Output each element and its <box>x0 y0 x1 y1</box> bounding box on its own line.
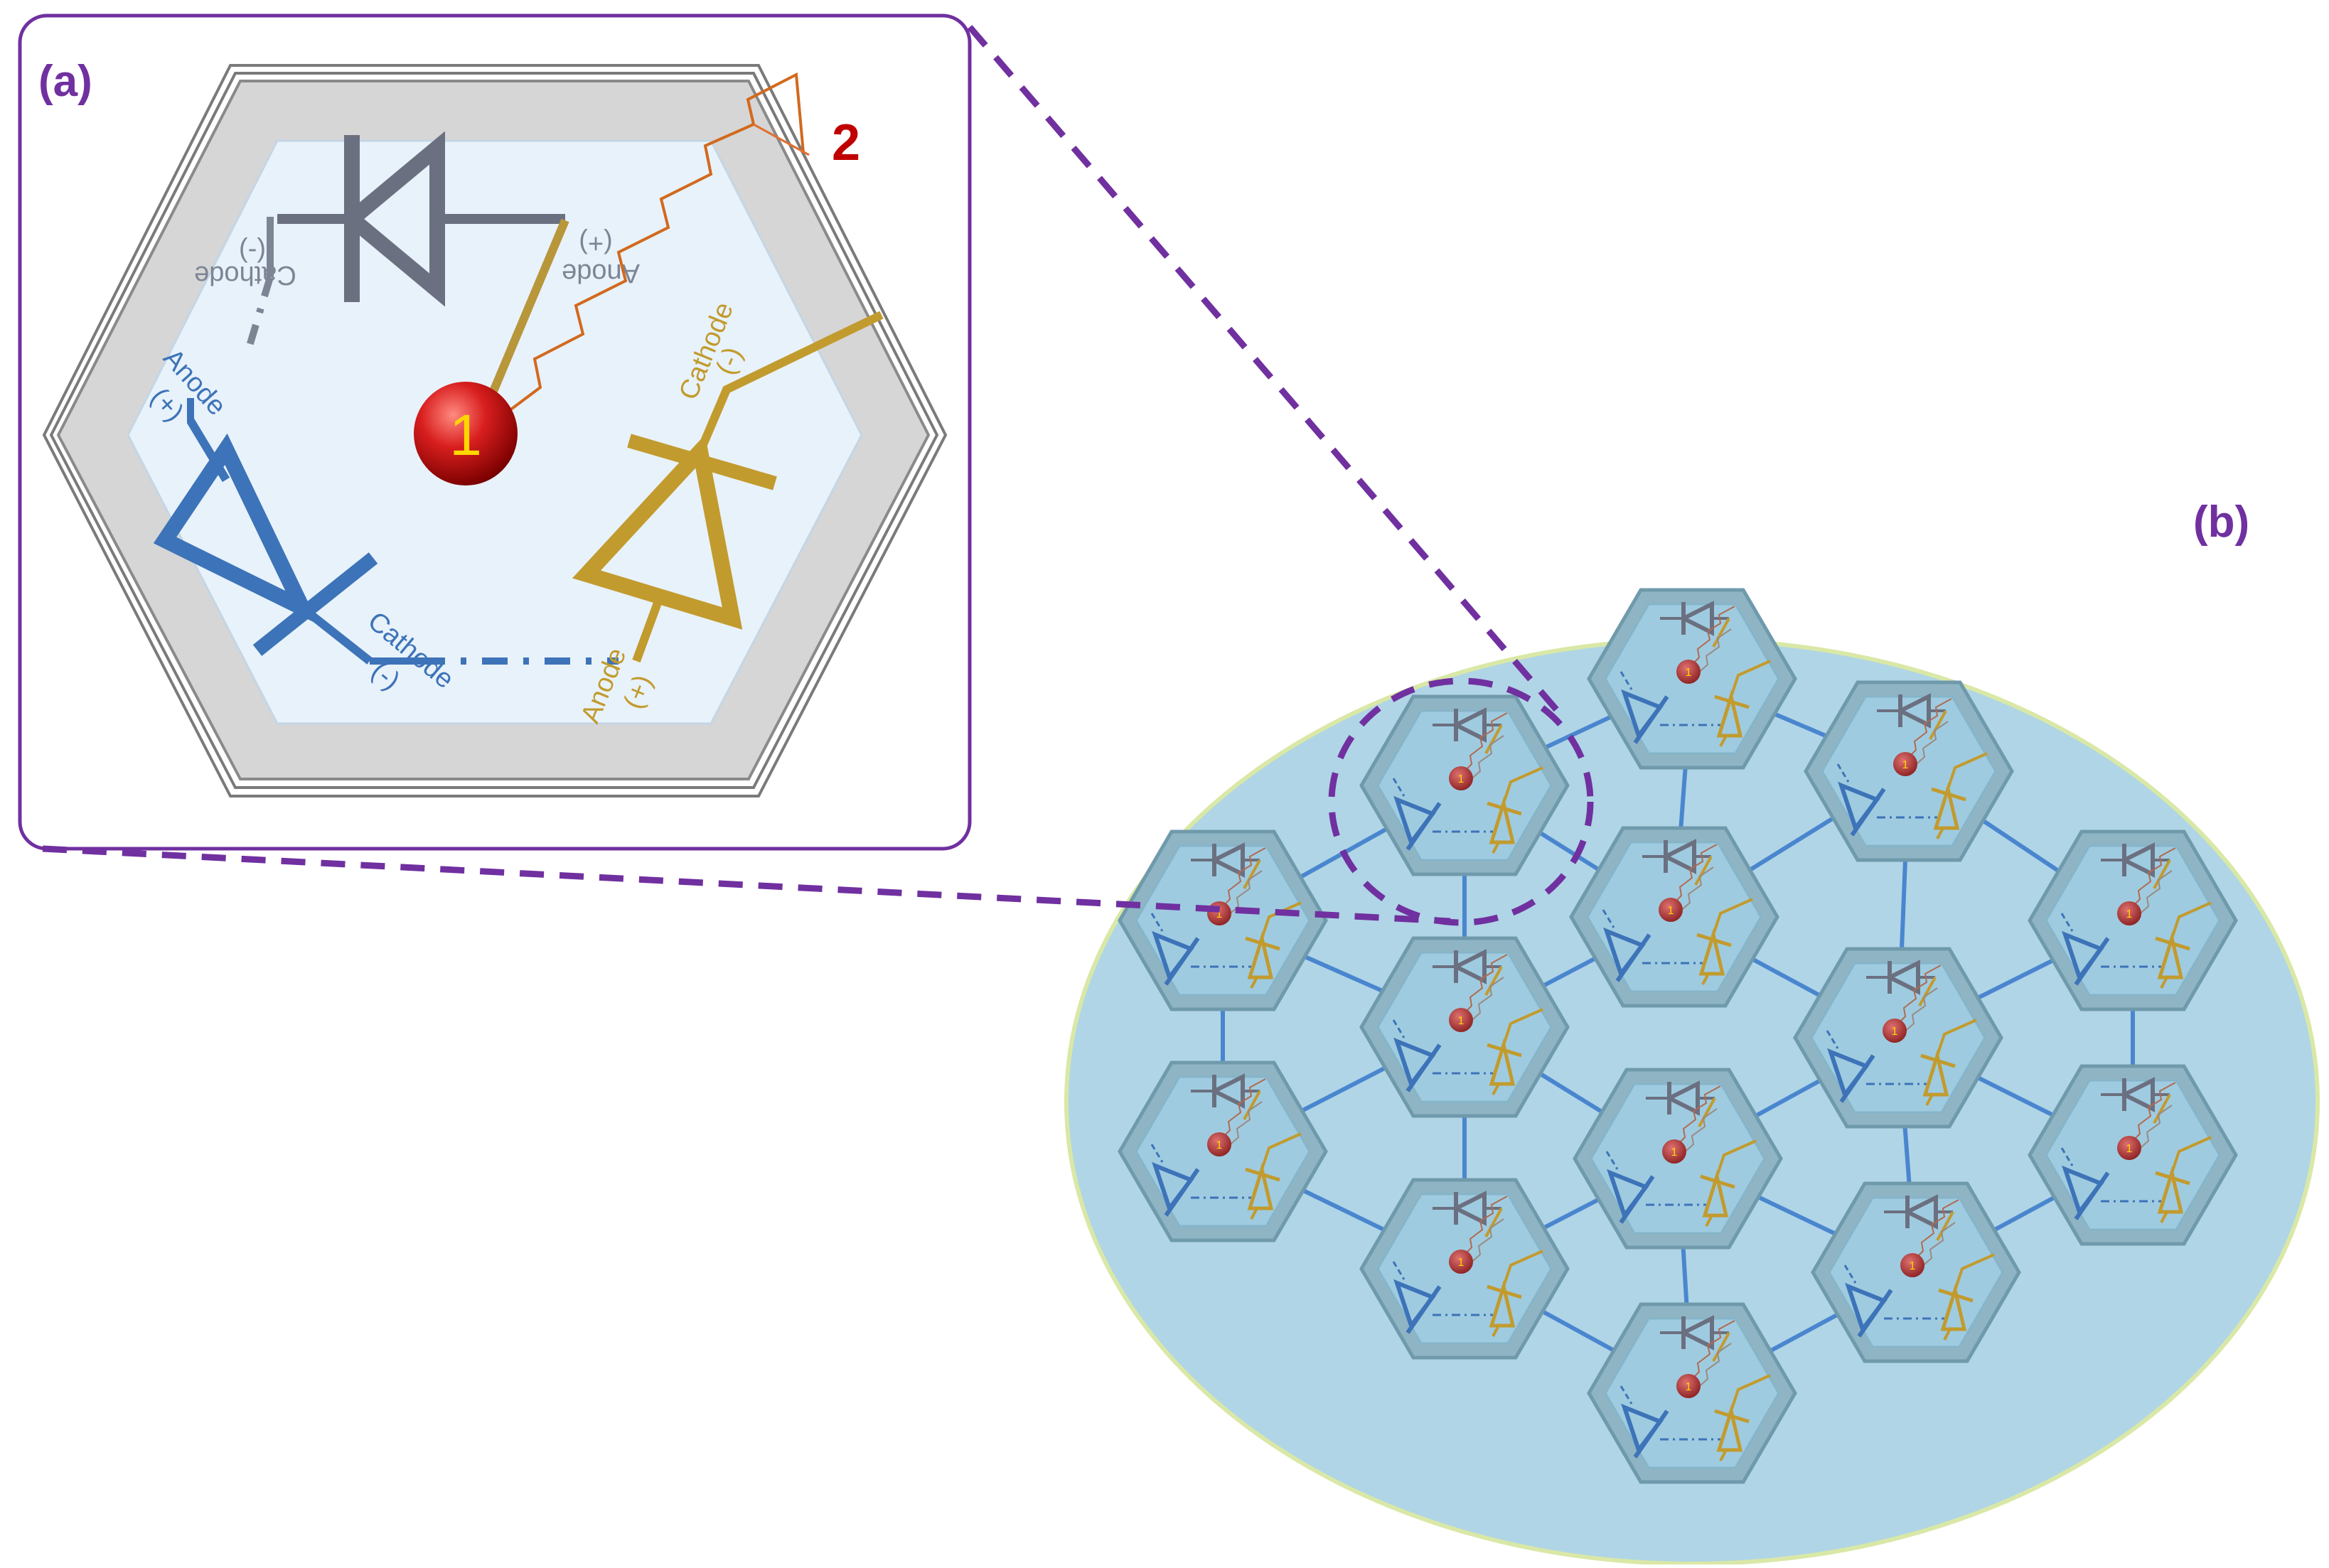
gray-diode: (-) Cathode (+) Anode <box>194 131 640 350</box>
gray-cathode-sign: (-) <box>239 237 266 267</box>
zoom-circle <box>1328 677 1594 926</box>
gray-anode-sign: (+) <box>579 228 613 258</box>
marker-1-text: 1 <box>449 403 482 468</box>
panel-a-label: (a) <box>38 57 92 106</box>
marker-2-lead <box>753 123 810 156</box>
marker-2: 2 <box>832 114 860 171</box>
gray-anode-label: Anode <box>562 258 640 288</box>
photon-zigzag <box>496 72 805 421</box>
gold-lead <box>486 218 569 400</box>
panel-b-label: (b) <box>2193 498 2249 547</box>
zoom-connector <box>42 25 1594 926</box>
gray-cathode-label: Cathode <box>194 260 296 290</box>
panel-a: (a) (-) Cathode (+) Anode 2 <box>18 14 972 851</box>
marker-1: 1 <box>414 382 518 485</box>
panel-b: (b) <box>1064 498 2320 1566</box>
